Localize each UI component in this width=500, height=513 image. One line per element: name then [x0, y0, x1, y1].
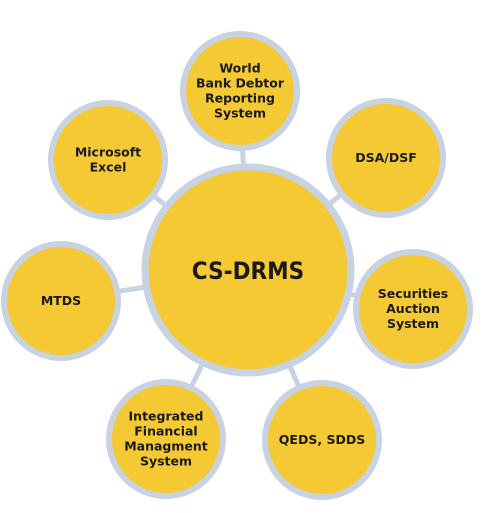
node-circle-world-bank [180, 31, 300, 151]
node-label-line: QEDS, SDDS [279, 432, 365, 447]
node-label-line: Reporting [205, 90, 275, 105]
node-label-line: System [387, 316, 439, 331]
node-circle-dsa-dsf [326, 98, 446, 218]
node-label-line: DSA/DSF [355, 150, 417, 165]
node-circle-mtds [1, 241, 121, 361]
node-label-line: System [214, 105, 266, 120]
node-label-line: MTDS [41, 293, 81, 308]
node-label-line: Financial [134, 423, 197, 438]
node-label-qeds-sdds: QEDS, SDDS [279, 432, 365, 447]
node-label-line: Securities [378, 286, 448, 301]
node-label-mtds: MTDS [41, 293, 81, 308]
node-label-line: Microsoft [75, 144, 141, 159]
node-label-line: Bank Debtor [196, 75, 285, 90]
node-label-line: Auction [386, 301, 440, 316]
node-label-line: World [219, 60, 260, 75]
node-label-dsa-dsf: DSA/DSF [355, 150, 417, 165]
node-qeds-sdds: QEDS, SDDS [262, 380, 382, 500]
node-circle-microsoft-excel [48, 100, 168, 220]
node-label-line: Managment [124, 438, 208, 453]
node-label-line: System [140, 453, 192, 468]
center-circle [141, 163, 355, 377]
node-circle-qeds-sdds [262, 380, 382, 500]
node-mtds: MTDS [1, 241, 121, 361]
node-dsa-dsf: DSA/DSF [326, 98, 446, 218]
node-label-line: Integrated [129, 408, 204, 423]
center-hub: CS-DRMS [141, 163, 355, 377]
node-circle-ifms [106, 379, 226, 499]
node-circle-securities-auction [353, 249, 473, 369]
node-label-line: Excel [90, 159, 127, 174]
center-label: CS-DRMS [192, 257, 304, 285]
